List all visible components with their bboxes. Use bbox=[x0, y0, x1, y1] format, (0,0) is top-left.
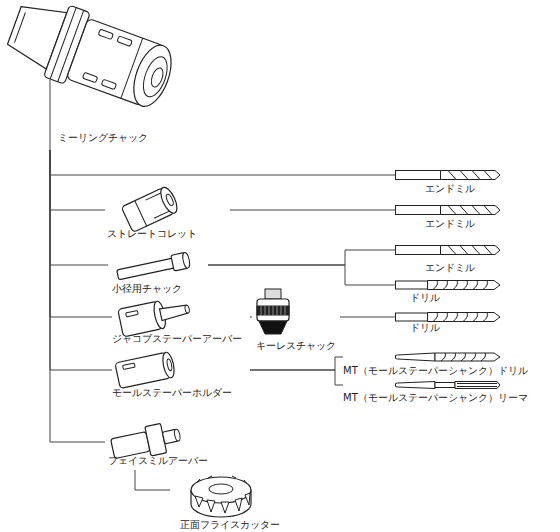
endmill-drawing bbox=[396, 171, 501, 180]
connector-line bbox=[230, 210, 395, 211]
jacobs-arbor-drawing bbox=[118, 295, 192, 337]
connector-line bbox=[50, 150, 108, 265]
connector-line bbox=[135, 470, 170, 490]
connector-line bbox=[50, 150, 112, 370]
face-mill-cutter-drawing-part bbox=[209, 484, 233, 494]
connector-line bbox=[50, 150, 112, 317]
keyless-chuck-drawing-part bbox=[261, 306, 285, 315]
small-chuck-drawing-part bbox=[182, 252, 191, 269]
tool-node: エンドミル bbox=[395, 200, 505, 232]
face-mill-arbor-drawing-part bbox=[174, 429, 181, 442]
straight-collet-drawing bbox=[121, 185, 180, 232]
tool-node: 小径用チャック bbox=[108, 250, 208, 295]
part-label: 小径用チャック bbox=[112, 283, 182, 295]
connector-line bbox=[208, 250, 395, 265]
part-label: ドリル bbox=[410, 292, 440, 304]
connector-line bbox=[50, 150, 395, 175]
jacobs-arbor-drawing-part bbox=[184, 305, 190, 314]
milling-chuck-drawing-part bbox=[149, 66, 165, 88]
small-chuck-drawing bbox=[116, 252, 191, 283]
morse-holder-drawing-part bbox=[166, 359, 172, 372]
tool-node: ジャコブステーパーアーバー bbox=[112, 295, 250, 347]
drill-drawing bbox=[396, 313, 501, 322]
morse-holder-drawing-part bbox=[161, 351, 176, 379]
face-mill-cutter-drawing-part bbox=[196, 476, 247, 484]
connector-line bbox=[50, 150, 105, 210]
part-label: MT（モールステーパーシャンク）ドリル bbox=[343, 365, 528, 377]
jacobs-arbor-drawing-part bbox=[126, 310, 139, 316]
milling-chuck-drawing-part bbox=[82, 72, 97, 82]
connector-line bbox=[50, 150, 105, 442]
keyless-chuck-drawing-part bbox=[257, 306, 289, 315]
tool-node: MT（モールステーパーシャンク）リーマ bbox=[343, 380, 543, 406]
tool-node: フェイスミルアーバー bbox=[105, 422, 217, 470]
morse-holder-drawing bbox=[115, 351, 176, 388]
morse-holder-drawing-part bbox=[123, 363, 136, 369]
tool-node: キーレスチャック bbox=[252, 285, 340, 355]
connector-line bbox=[340, 317, 395, 318]
part-label: ストレートコレット bbox=[107, 228, 197, 240]
part-label: フェイスミルアーバー bbox=[108, 455, 208, 467]
milling-chuck-drawing bbox=[1, 0, 180, 117]
tool-node: エンドミル bbox=[395, 165, 505, 197]
part-label: MT（モールステーパーシャンク）リーマ bbox=[343, 392, 528, 404]
milling-chuck-drawing-part bbox=[117, 36, 132, 46]
milling-chuck-drawing-part bbox=[101, 79, 116, 89]
drill-drawing bbox=[396, 281, 501, 290]
jacobs-arbor-drawing-part bbox=[160, 303, 189, 320]
connector-line bbox=[208, 265, 395, 285]
straight-collet-drawing-part bbox=[165, 193, 175, 206]
milling-chuck-drawing-part bbox=[98, 29, 113, 39]
chuck-stem-line bbox=[50, 80, 51, 150]
milling-chuck-drawing-part bbox=[14, 13, 25, 43]
endmill-drawing bbox=[396, 246, 501, 255]
tool-node: MT（モールステーパーシャンク）ドリル bbox=[343, 350, 543, 378]
tool-node: 正面フライスカッター bbox=[170, 465, 290, 532]
milling-chuck-drawing-part bbox=[139, 54, 172, 100]
part-label: エンドミル bbox=[425, 218, 475, 230]
tool-node: ストレートコレット bbox=[105, 185, 230, 240]
part-label: ドリル bbox=[410, 322, 440, 334]
tool-node: ドリル bbox=[395, 309, 505, 337]
keyless-chuck-drawing-part bbox=[265, 289, 281, 299]
tool-node: ドリル bbox=[395, 279, 505, 307]
small-chuck-drawing-part bbox=[117, 258, 176, 280]
endmill-drawing bbox=[396, 206, 501, 215]
face-mill-cutter-drawing-part bbox=[195, 493, 250, 513]
connector-line bbox=[250, 370, 343, 385]
keyless-chuck-drawing-part bbox=[257, 299, 289, 321]
tool-node: ミーリングチャック bbox=[20, 0, 200, 150]
milling-chuck-drawing-part bbox=[126, 40, 178, 111]
connector-line bbox=[250, 317, 252, 318]
part-label: エンドミル bbox=[425, 183, 475, 195]
part-label: ミーリングチャック bbox=[58, 132, 148, 144]
face-mill-cutter-drawing bbox=[191, 476, 251, 517]
connector-line bbox=[250, 357, 343, 370]
face-mill-arbor-drawing-part bbox=[111, 432, 150, 459]
tool-node: エンドミル bbox=[395, 240, 505, 276]
keyless-chuck-drawing bbox=[257, 289, 289, 334]
part-label: エンドミル bbox=[425, 262, 475, 274]
tool-node: モールステーパーホルダー bbox=[112, 352, 250, 402]
part-label: ジャコブステーパーアーバー bbox=[112, 333, 242, 345]
keyless-chuck-drawing-part bbox=[259, 321, 287, 334]
part-label: モールステーパーホルダー bbox=[112, 387, 232, 399]
part-label: 正面フライスカッター bbox=[170, 519, 290, 531]
straight-collet-drawing-part bbox=[121, 188, 175, 233]
straight-collet-drawing-part bbox=[157, 185, 180, 215]
mt-drill-drawing bbox=[396, 353, 501, 361]
mt-reamer-drawing bbox=[396, 382, 501, 389]
part-label: キーレスチャック bbox=[252, 340, 340, 352]
